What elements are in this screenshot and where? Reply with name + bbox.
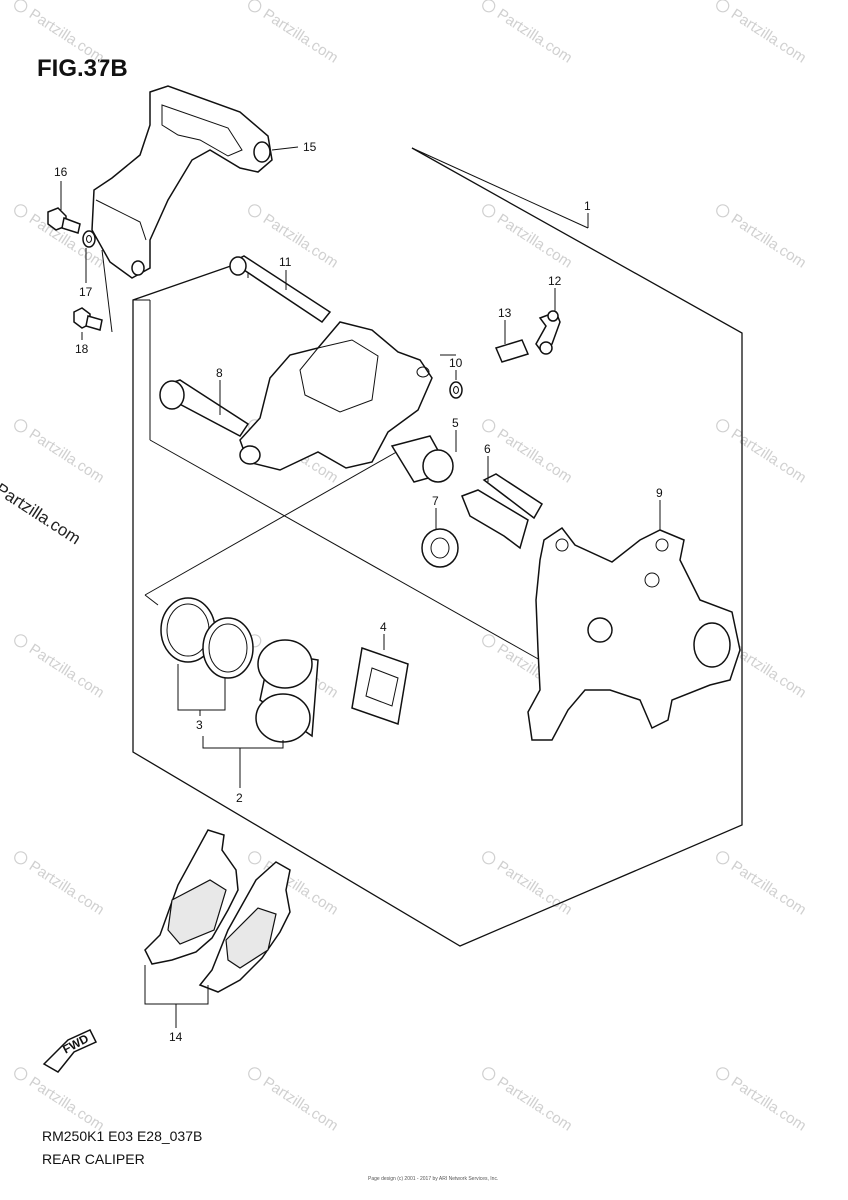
callout-18: 18 <box>75 342 89 356</box>
figure-caption: REAR CALIPER <box>42 1151 145 1167</box>
callout-12: 12 <box>548 274 562 288</box>
callout-3: 3 <box>196 718 203 732</box>
boot-7 <box>421 528 459 568</box>
watermark-text: Partzilla.com <box>14 634 107 702</box>
watermark-text: Partzilla.com <box>716 851 809 919</box>
bleeder-cap-12 <box>535 310 561 355</box>
svg-text:Partzilla.com: Partzilla.com <box>494 858 575 919</box>
watermark-text: Partzilla.com <box>482 851 575 919</box>
callout-5: 5 <box>452 416 459 430</box>
svg-text:Partzilla.com: Partzilla.com <box>494 1074 575 1135</box>
svg-text:Partzilla.com: Partzilla.com <box>728 211 809 272</box>
callout-15: 15 <box>303 140 317 154</box>
brake-pads-14 <box>144 829 291 993</box>
watermark-text: Partzilla.com <box>482 1067 575 1135</box>
washer-17 <box>82 230 96 248</box>
svg-text:Partzilla.com: Partzilla.com <box>26 641 107 702</box>
svg-text:Partzilla.com: Partzilla.com <box>494 211 575 272</box>
watermark-text: Partzilla.com <box>716 1067 809 1135</box>
fwd-arrow: FWD <box>42 1029 98 1073</box>
svg-text:Partzilla.com: Partzilla.com <box>26 1074 107 1135</box>
callout-6: 6 <box>484 442 491 456</box>
svg-text:Partzilla.com: Partzilla.com <box>26 426 107 487</box>
assembly-outline <box>132 147 743 947</box>
svg-text:Partzilla.com: Partzilla.com <box>26 858 107 919</box>
piston-2 <box>255 639 319 743</box>
callout-13: 13 <box>498 306 512 320</box>
callout-14: 14 <box>169 1030 183 1044</box>
slide-pin-11 <box>229 255 332 324</box>
callout-11: 11 <box>279 255 292 269</box>
svg-text:Partzilla.com: Partzilla.com <box>494 6 575 67</box>
callout-1: 1 <box>584 199 591 213</box>
callout-9: 9 <box>656 486 663 500</box>
callout-17: 17 <box>79 285 93 299</box>
callout-16: 16 <box>54 165 68 179</box>
caliper-bracket-part <box>91 85 273 279</box>
watermark-text: Partzilla.com <box>248 0 341 67</box>
bolt-18 <box>73 307 103 331</box>
svg-text:Partzilla.com: Partzilla.com <box>728 6 809 67</box>
pin-6 <box>461 473 544 550</box>
watermark-text: Partzilla.com <box>716 419 809 487</box>
watermark-text: Partzilla.com <box>14 419 107 487</box>
svg-text:Partzilla.com: Partzilla.com <box>26 6 107 67</box>
model-code: RM250K1 E03 E28_037B <box>42 1128 203 1144</box>
watermark-text: Partzilla.com <box>482 0 575 67</box>
callout-10: 10 <box>449 356 463 370</box>
caliper-body <box>239 321 433 471</box>
figure-title: FIG.37B <box>37 55 128 82</box>
svg-text:Partzilla.com: Partzilla.com <box>260 1074 341 1135</box>
watermark-text: Partzilla.com <box>14 0 107 67</box>
sleeve-5 <box>390 435 454 483</box>
watermark-text: Partzilla.com <box>482 204 575 272</box>
watermark-text: Partzilla.com <box>248 1067 341 1135</box>
svg-text:Partzilla.com: Partzilla.com <box>260 6 341 67</box>
page-credit: Page design (c) 2001 - 2017 by ARI Netwo… <box>368 1176 499 1182</box>
callout-4: 4 <box>380 620 387 634</box>
svg-text:Partzilla.com: Partzilla.com <box>728 426 809 487</box>
caliper-holder-9 <box>527 526 741 741</box>
piston-seal-b <box>202 617 254 679</box>
watermark-text: Partzilla.com <box>716 204 809 272</box>
watermark-text: Partzilla.com <box>14 1067 107 1135</box>
watermark-text: Partzilla.com <box>14 851 107 919</box>
watermark-text: Partzilla.com <box>716 0 809 67</box>
callout-7: 7 <box>432 494 439 508</box>
watermark-text: Partzilla.com <box>248 204 341 272</box>
slide-pin-8 <box>159 379 250 437</box>
callout-8: 8 <box>216 366 223 380</box>
callout-labels: 1 2 3 4 5 6 7 8 9 10 11 12 13 14 15 16 1… <box>54 140 663 1044</box>
svg-text:Partzilla.com: Partzilla.com <box>260 211 341 272</box>
svg-text:Partzilla.com: Partzilla.com <box>494 426 575 487</box>
leader-lines <box>60 146 661 1028</box>
callout-2: 2 <box>236 791 243 805</box>
bleeder-valve-13 <box>494 339 530 363</box>
washer-10 <box>449 381 463 399</box>
svg-text:Partzilla.com: Partzilla.com <box>728 858 809 919</box>
bolt-16 <box>47 207 81 234</box>
svg-text:Partzilla.com: Partzilla.com <box>728 1074 809 1135</box>
pad-spring-4 <box>351 646 409 726</box>
